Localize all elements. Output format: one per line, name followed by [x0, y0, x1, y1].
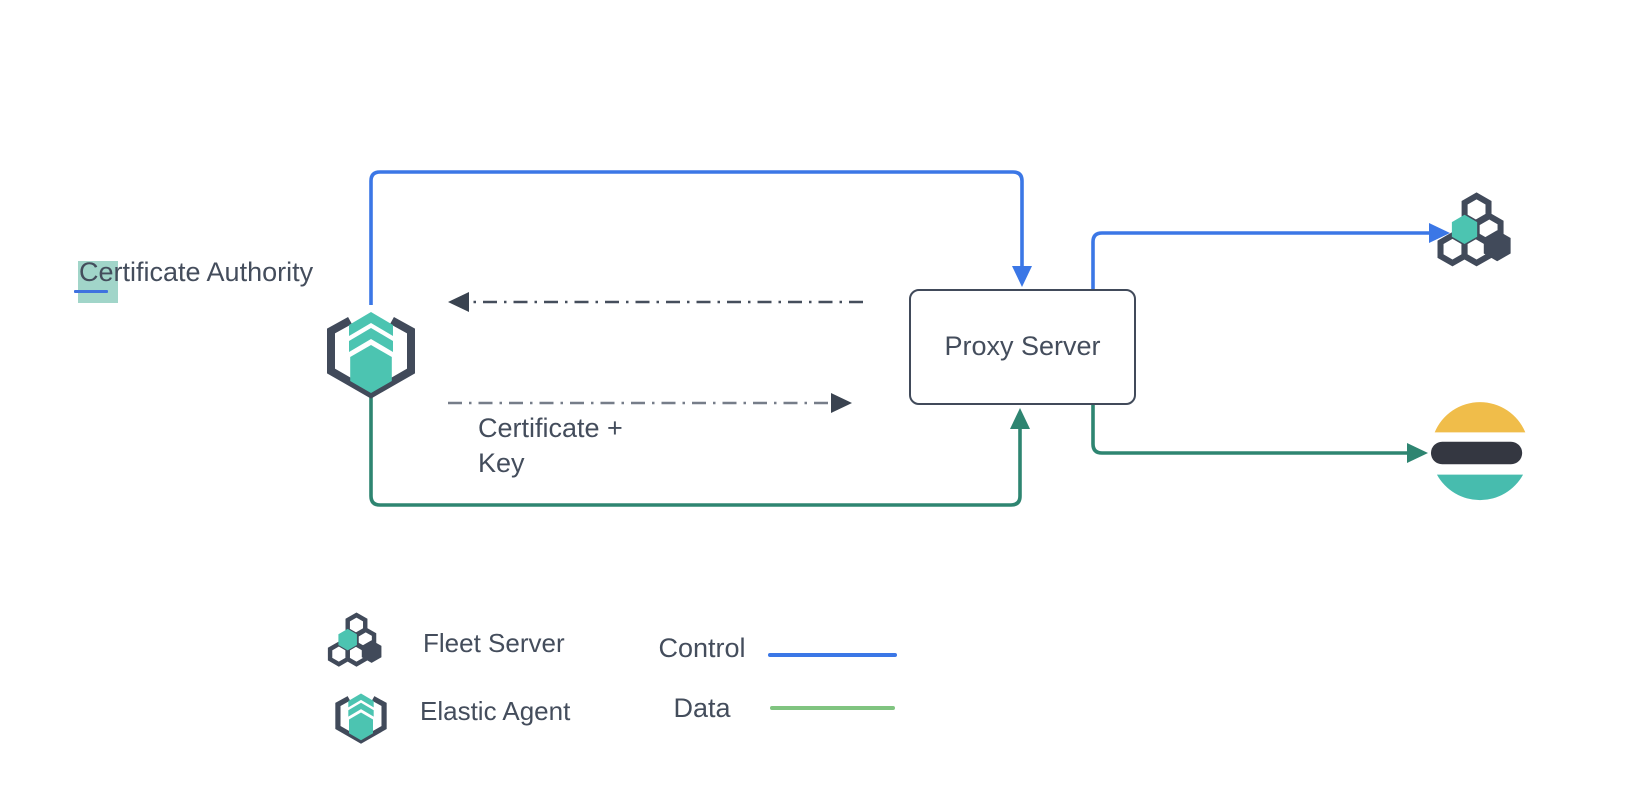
arrowhead-right-icon	[831, 393, 852, 413]
legend-control-line	[768, 653, 897, 657]
legend-data-label: Data	[673, 693, 731, 723]
arrowhead-right-icon	[1429, 223, 1450, 243]
certificate-key-label-line2[interactable]: Key	[478, 448, 525, 478]
legend-data-line	[770, 706, 895, 710]
proxy-server-node[interactable]: Proxy Server	[909, 289, 1136, 405]
legend-fleet-server-icon	[327, 612, 382, 667]
control-connection-proxy-to-fleet[interactable]	[1091, 223, 1450, 289]
proxy-server-label: Proxy Server	[944, 331, 1101, 362]
legend-control-label: Control	[658, 633, 746, 663]
elasticsearch-icon[interactable]	[1429, 402, 1531, 504]
arrowhead-right-icon	[1407, 443, 1428, 463]
arrowhead-up-icon	[1010, 408, 1030, 429]
legend-fleet-server-label: Fleet Server	[423, 628, 565, 658]
certificate-key-arrow[interactable]	[448, 393, 852, 413]
collaborator-caret	[74, 290, 108, 293]
legend-elastic-agent-label: Elastic Agent	[420, 696, 571, 726]
arrowhead-down-icon	[1012, 266, 1032, 287]
control-connection-agent-to-proxy[interactable]	[369, 170, 1032, 305]
data-connection-agent-to-proxy[interactable]	[369, 392, 1030, 507]
data-connection-proxy-to-elasticsearch[interactable]	[1091, 405, 1428, 463]
certificate-authority-label[interactable]: Certificate Authority	[79, 257, 314, 287]
arrowhead-left-icon	[448, 292, 469, 312]
fleet-server-icon[interactable]	[1437, 189, 1523, 275]
certificate-request-arrow[interactable]	[448, 292, 863, 312]
certificate-key-label-line1[interactable]: Certificate +	[478, 413, 623, 443]
collaborator-selection-highlight	[78, 261, 118, 303]
elastic-agent-icon[interactable]	[323, 299, 419, 403]
legend-elastic-agent-icon	[335, 693, 387, 744]
